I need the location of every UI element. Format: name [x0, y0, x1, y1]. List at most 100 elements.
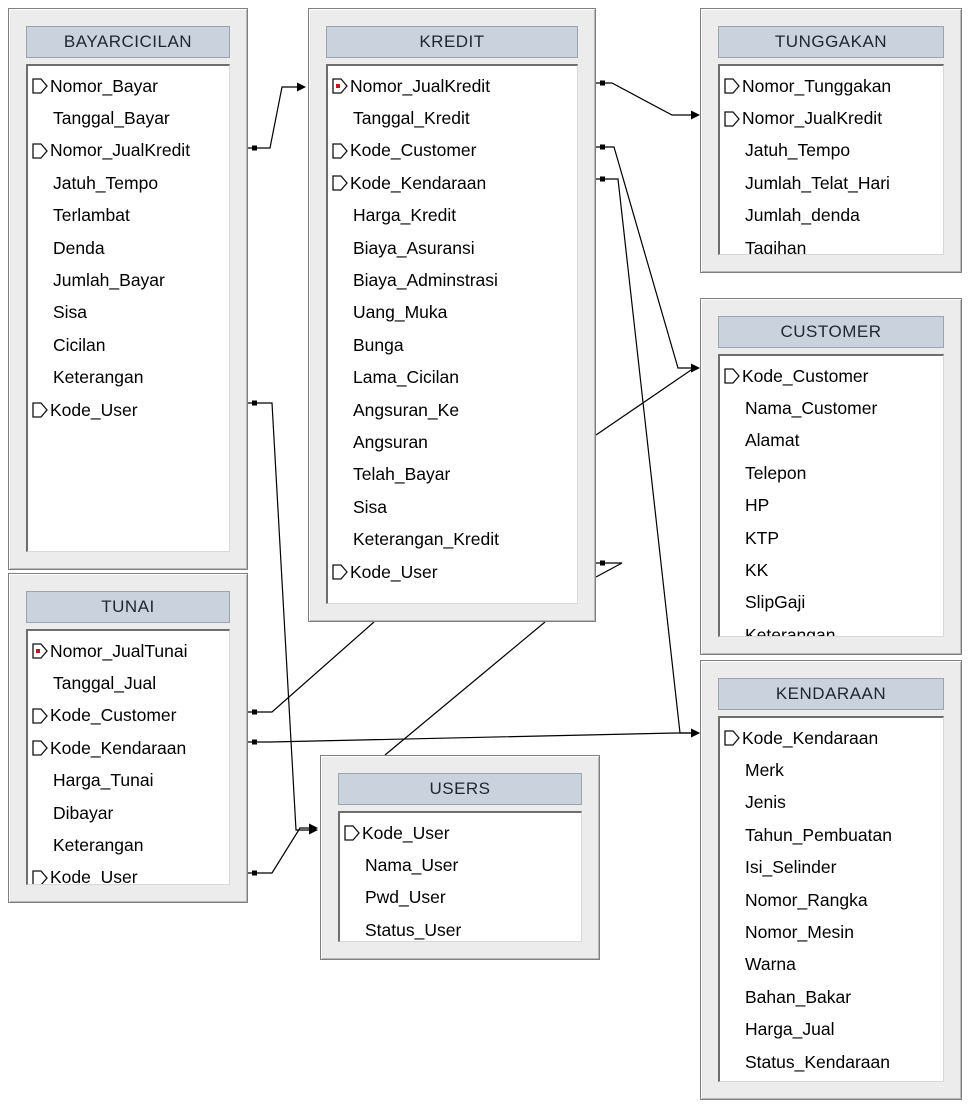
relation-arrowhead — [309, 825, 318, 835]
field-hp[interactable]: HP — [720, 490, 943, 522]
field-terlambat[interactable]: Terlambat — [28, 200, 229, 232]
table-title[interactable]: KENDARAAN — [718, 678, 944, 710]
field-harga-tunai[interactable]: Harga_Tunai — [28, 765, 229, 797]
field-jumlah-denda[interactable]: Jumlah_denda — [720, 200, 943, 232]
field-name: Nomor_JualKredit — [350, 75, 491, 96]
field-status-user[interactable]: Status_User — [340, 914, 581, 941]
field-uang-muka[interactable]: Uang_Muka — [328, 297, 577, 329]
field-name: Biaya_Asuransi — [353, 237, 475, 258]
field-name: Sisa — [353, 496, 388, 517]
field-name: Telepon — [745, 462, 807, 483]
field-tanggal-kredit[interactable]: Tanggal_Kredit — [328, 102, 577, 134]
field-name: Kode_Kendaraan — [742, 727, 879, 748]
key-field-icon — [722, 366, 742, 386]
table-title[interactable]: KREDIT — [326, 26, 578, 58]
field-nama-customer[interactable]: Nama_Customer — [720, 392, 943, 424]
field-jumlah-telat-hari[interactable]: Jumlah_Telat_Hari — [720, 167, 943, 199]
field-warna[interactable]: Warna — [720, 949, 943, 981]
table-title[interactable]: TUNAI — [26, 591, 230, 623]
field-status-kendaraan[interactable]: Status_Kendaraan — [720, 1046, 943, 1078]
field-keterangan[interactable]: Keterangan — [28, 362, 229, 394]
field-tanggal-bayar[interactable]: Tanggal_Bayar — [28, 102, 229, 134]
field-keterangan[interactable]: Keterangan — [28, 829, 229, 861]
field-kode-customer[interactable]: Kode_Customer — [28, 700, 229, 732]
field-jatuh-tempo[interactable]: Jatuh_Tempo — [720, 135, 943, 167]
field-isi-selinder[interactable]: Isi_Selinder — [720, 852, 943, 884]
field-name: Nomor_Mesin — [745, 922, 854, 943]
field-telah-bayar[interactable]: Telah_Bayar — [328, 459, 577, 491]
field-nama-user[interactable]: Nama_User — [340, 849, 581, 881]
table-title[interactable]: USERS — [338, 773, 582, 805]
field-dibayar[interactable]: Dibayar — [28, 797, 229, 829]
field-cicilan[interactable]: Cicilan — [28, 329, 229, 361]
table-title[interactable]: TUNGGAKAN — [718, 26, 944, 58]
field-nomor-mesin[interactable]: Nomor_Mesin — [720, 916, 943, 948]
field-merk[interactable]: Merk — [720, 754, 943, 786]
field-angsuran-ke[interactable]: Angsuran_Ke — [328, 394, 577, 426]
field-name: Uang_Muka — [353, 302, 448, 323]
table-title[interactable]: BAYARCICILAN — [26, 26, 230, 58]
field-kode-kendaraan[interactable]: Kode_Kendaraan — [28, 732, 229, 764]
field-alamat[interactable]: Alamat — [720, 425, 943, 457]
field-keterangan[interactable]: Keterangan — [720, 619, 943, 636]
field-jenis[interactable]: Jenis — [720, 787, 943, 819]
field-tahun-pembuatan[interactable]: Tahun_Pembuatan — [720, 819, 943, 851]
field-name: HP — [745, 495, 770, 516]
field-nomor-jualkredit[interactable]: Nomor_JualKredit — [28, 135, 229, 167]
field-nomor-jualkredit[interactable]: Nomor_JualKredit — [328, 70, 577, 102]
field-kk[interactable]: KK — [720, 554, 943, 586]
field-sisa[interactable]: Sisa — [328, 491, 577, 523]
field-nomor-tunggakan[interactable]: Nomor_Tunggakan — [720, 70, 943, 102]
field-harga-jual[interactable]: Harga_Jual — [720, 1014, 943, 1046]
field-nomor-rangka[interactable]: Nomor_Rangka — [720, 884, 943, 916]
field-keterangan-kredit[interactable]: Keterangan_Kredit — [328, 523, 577, 555]
field-kode-user[interactable]: Kode_User — [340, 817, 581, 849]
field-biaya-adminstrasi[interactable]: Biaya_Adminstrasi — [328, 264, 577, 296]
field-name: Cicilan — [53, 334, 106, 355]
field-name: Tagihan — [745, 237, 807, 255]
field-kode-user[interactable]: Kode_User — [328, 556, 577, 588]
field-bunga[interactable]: Bunga — [328, 329, 577, 361]
table-title[interactable]: CUSTOMER — [718, 316, 944, 348]
field-pwd-user[interactable]: Pwd_User — [340, 882, 581, 914]
field-kode-kendaraan[interactable]: Kode_Kendaraan — [720, 722, 943, 754]
field-tagihan[interactable]: Tagihan — [720, 232, 943, 255]
field-slipgaji[interactable]: SlipGaji — [720, 587, 943, 619]
field-nomor-jualtunai[interactable]: Nomor_JualTunai — [28, 635, 229, 667]
field-nomor-jualkredit[interactable]: Nomor_JualKredit — [720, 102, 943, 134]
field-jatuh-tempo[interactable]: Jatuh_Tempo — [28, 167, 229, 199]
field-name: Kode_Kendaraan — [50, 737, 187, 758]
field-jumlah-bayar[interactable]: Jumlah_Bayar — [28, 264, 229, 296]
field-bahan-bakar[interactable]: Bahan_Bakar — [720, 981, 943, 1013]
field-biaya-asuransi[interactable]: Biaya_Asuransi — [328, 232, 577, 264]
field-angsuran[interactable]: Angsuran — [328, 426, 577, 458]
field-telepon[interactable]: Telepon — [720, 457, 943, 489]
field-sisa[interactable]: Sisa — [28, 297, 229, 329]
field-kode-customer[interactable]: Kode_Customer — [720, 360, 943, 392]
field-nomor-bayar[interactable]: Nomor_Bayar — [28, 70, 229, 102]
field-kode-kendaraan[interactable]: Kode_Kendaraan — [328, 167, 577, 199]
field-kode-customer[interactable]: Kode_Customer — [328, 135, 577, 167]
field-tanggal-jual[interactable]: Tanggal_Jual — [28, 667, 229, 699]
field-lama-cicilan[interactable]: Lama_Cicilan — [328, 362, 577, 394]
field-kode-user[interactable]: Kode_User — [28, 394, 229, 426]
field-harga-kredit[interactable]: Harga_Kredit — [328, 200, 577, 232]
field-name: Tanggal_Kredit — [353, 108, 470, 129]
field-denda[interactable]: Denda — [28, 232, 229, 264]
field-ktp[interactable]: KTP — [720, 522, 943, 554]
field-kode-user[interactable]: Kode_User — [28, 862, 229, 884]
